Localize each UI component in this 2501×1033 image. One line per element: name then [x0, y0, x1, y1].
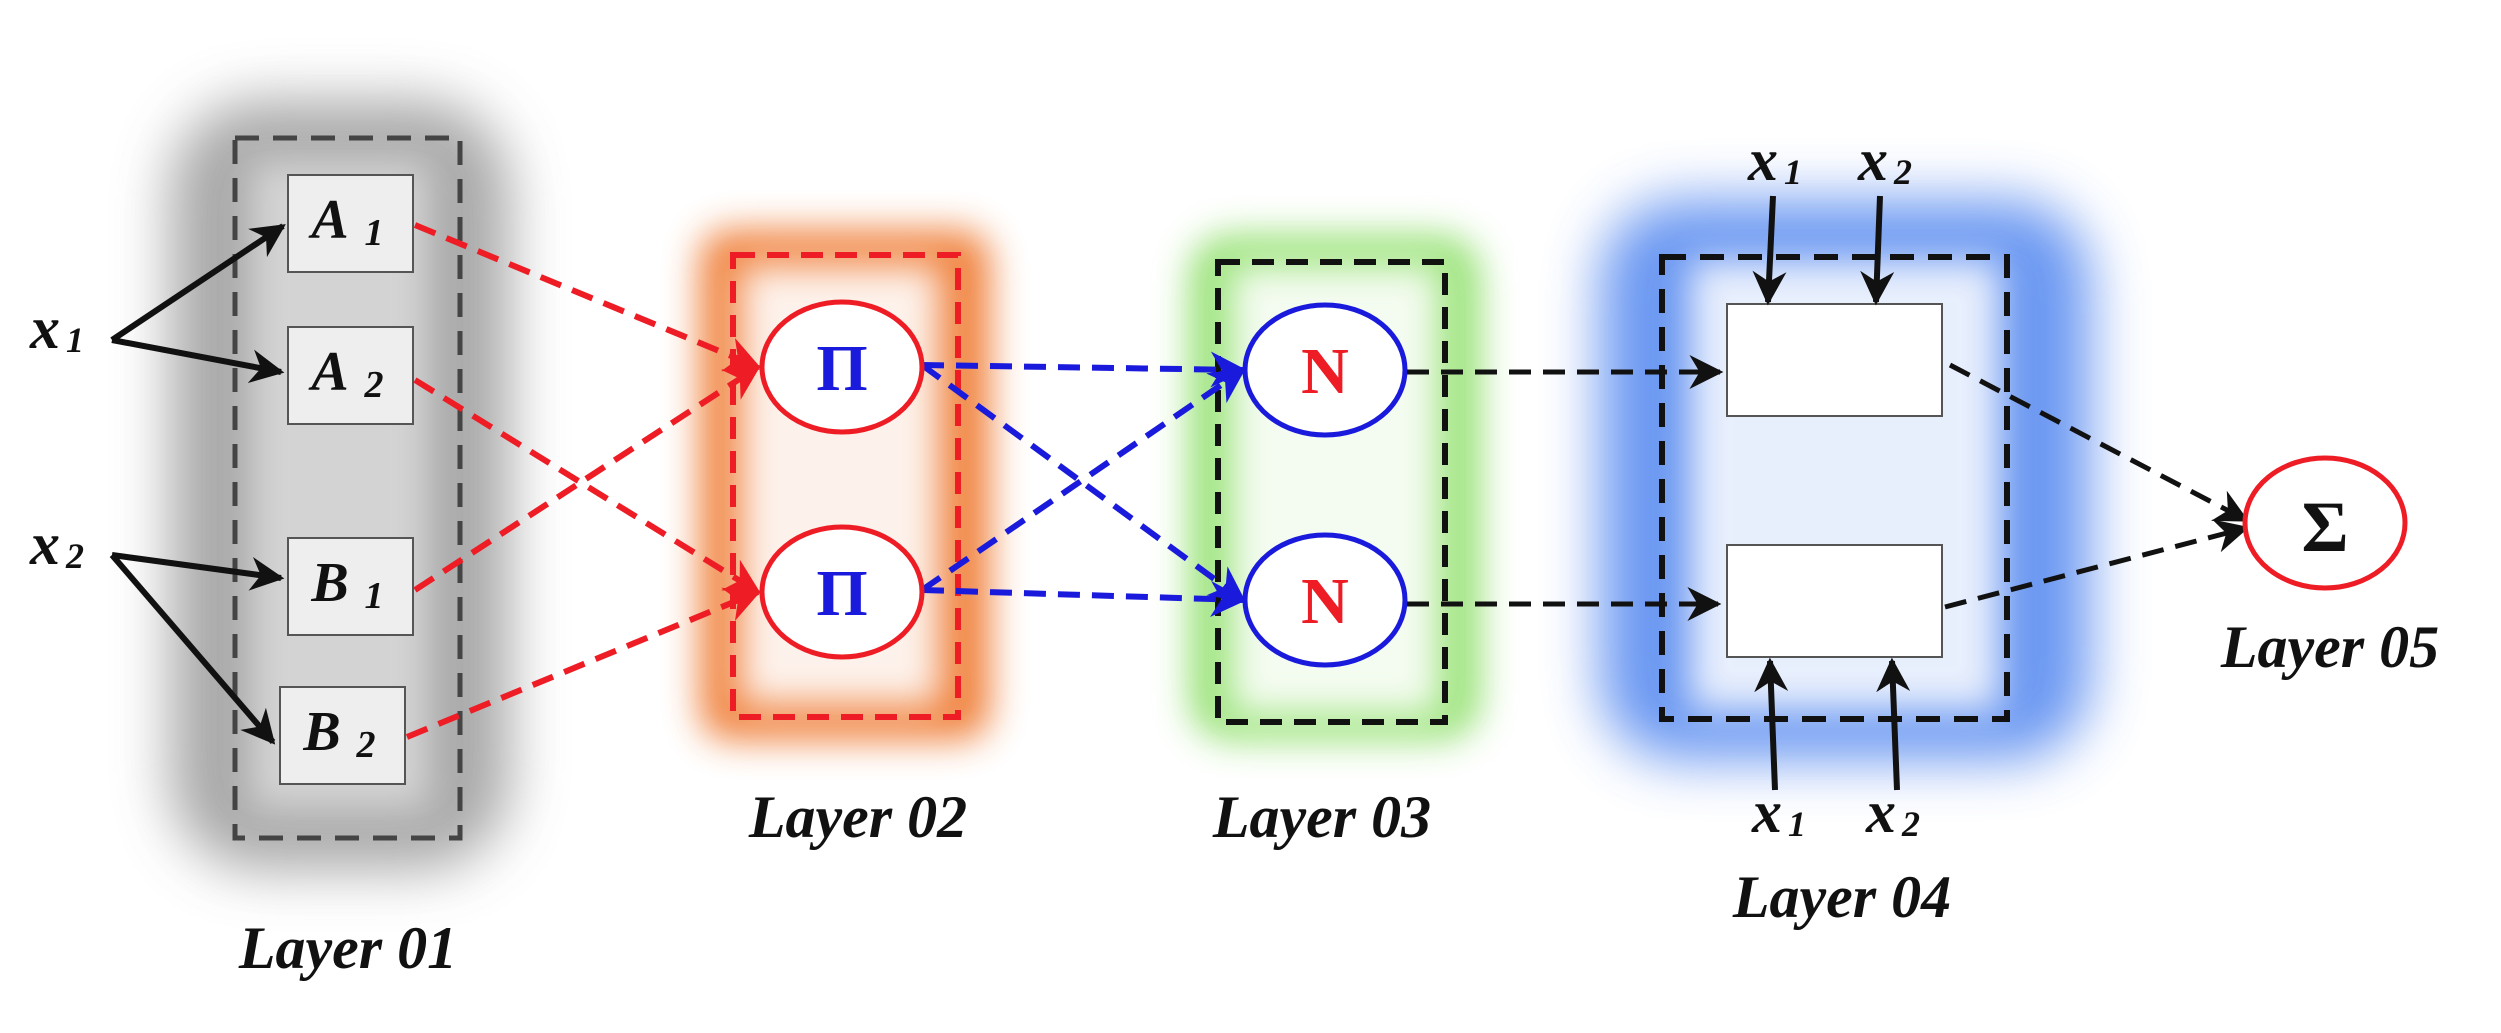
svg-text:B: B	[310, 552, 348, 614]
layer4-to-layer5-links	[1944, 362, 2250, 610]
layer2-box	[730, 252, 961, 720]
input-x1: x 1	[29, 295, 84, 361]
layer1-node-a2: A 2	[287, 326, 414, 425]
svg-text:A: A	[308, 341, 348, 403]
layer4-node-2	[1726, 544, 1943, 658]
layer3-node-1: N	[1242, 302, 1408, 438]
layer4-box	[1659, 254, 2010, 722]
svg-text:N: N	[1301, 565, 1349, 638]
layer4-bottom-input-x2: x 2	[1865, 779, 1920, 845]
svg-text:2: 2	[1893, 152, 1912, 192]
layer5-node-sum: Σ	[2242, 455, 2408, 591]
svg-text:2: 2	[65, 536, 84, 576]
input-arrows	[109, 223, 286, 745]
layer4-top-input-x1: x 1	[1747, 127, 1802, 193]
svg-text:x: x	[1865, 779, 1896, 845]
svg-text:x: x	[1751, 779, 1782, 845]
svg-text:1: 1	[66, 320, 84, 360]
svg-text:1: 1	[1788, 804, 1806, 844]
svg-text:2: 2	[364, 364, 384, 406]
svg-text:x: x	[1747, 127, 1778, 193]
layer1-node-b1: B 1	[287, 537, 414, 636]
svg-text:2: 2	[1901, 804, 1920, 844]
layer1-node-a1: A 1	[287, 174, 414, 273]
svg-text:2: 2	[356, 724, 376, 766]
layer1-box	[232, 135, 463, 841]
svg-text:Π: Π	[816, 332, 867, 405]
layer4-top-input-x2: x 2	[1857, 127, 1912, 193]
layer4-node-1	[1726, 303, 1943, 417]
layer2-to-layer3-links	[920, 351, 1247, 617]
svg-text:B: B	[302, 701, 340, 763]
layer4-bottom-arrows	[1754, 657, 1911, 791]
svg-text:N: N	[1301, 335, 1349, 408]
input-x2: x 2	[29, 511, 84, 577]
svg-text:1: 1	[365, 212, 384, 254]
layer2-node-2: Π	[759, 524, 925, 660]
layer3-to-layer4-links	[1407, 355, 1724, 621]
svg-text:Π: Π	[816, 557, 867, 630]
layer2-label: Layer 02	[748, 784, 967, 850]
layer4-label: Layer 04	[1732, 864, 1951, 930]
layer2-node-1: Π	[759, 299, 925, 435]
layer4-bottom-input-x1: x 1	[1751, 779, 1806, 845]
layer1-to-layer2-links	[405, 222, 762, 740]
svg-text:x: x	[29, 295, 60, 361]
svg-text:Σ: Σ	[2301, 487, 2348, 567]
layer1-node-b2: B 2	[279, 686, 406, 785]
svg-text:x: x	[29, 511, 60, 577]
svg-text:x: x	[1857, 127, 1888, 193]
layer4-top-arrows	[1752, 195, 1895, 306]
svg-text:1: 1	[1784, 152, 1802, 192]
svg-text:A: A	[308, 189, 348, 251]
layer5-label: Layer 05	[2220, 614, 2439, 680]
layer3-node-2: N	[1242, 532, 1408, 668]
svg-text:1: 1	[365, 575, 384, 617]
layer3-label: Layer 03	[1212, 784, 1431, 850]
layer1-label: Layer 01	[238, 915, 457, 981]
layer3-box	[1215, 259, 1448, 725]
